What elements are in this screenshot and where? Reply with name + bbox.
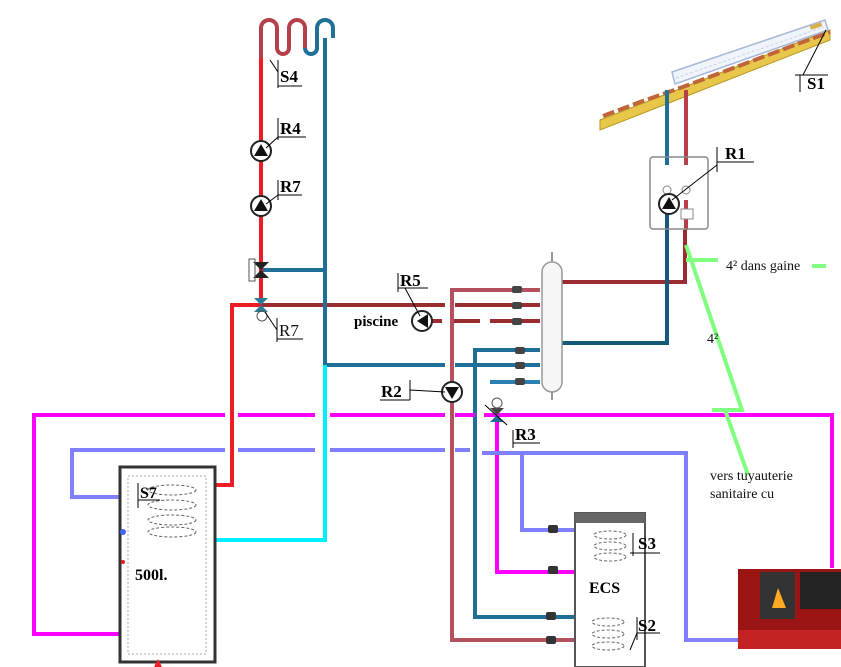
- pump-r4: [250, 140, 272, 162]
- cable-green: [684, 244, 750, 476]
- pipe-lavender: [70, 448, 740, 642]
- pump-r1-label: R1: [725, 144, 746, 163]
- solar-collector: [599, 19, 831, 131]
- leader-lines: [137, 29, 828, 651]
- pipe-tank-hot-supply: [228, 303, 261, 487]
- heating-coil: [259, 18, 335, 58]
- pipe-blue-to-ecs: [473, 348, 578, 619]
- pump-r4-label: R4: [280, 119, 301, 138]
- pipe-lavender-ecs: [520, 453, 578, 532]
- sensor-s1-label: S1: [807, 74, 825, 93]
- ecs-lower-coil: [591, 617, 625, 651]
- piscine-label: piscine: [354, 314, 399, 330]
- valve-r3-label: R3: [515, 425, 536, 444]
- pump-r5-label: R5: [400, 271, 421, 290]
- solar-station: [649, 156, 709, 230]
- pump-r7-label: R7: [280, 177, 301, 196]
- wood-stove: [738, 569, 841, 649]
- pipe-blue-return: [323, 300, 540, 367]
- manifold-valves: [512, 286, 525, 385]
- sensor-s7-label: S7: [140, 485, 157, 502]
- tank-volume-label: 500l.: [135, 567, 167, 584]
- buffer-tank: [118, 465, 217, 667]
- ecs-upper-coil: [593, 530, 627, 562]
- valve-r7-label: R7: [279, 321, 299, 340]
- pipe-blue-to-collector: [562, 230, 669, 345]
- to-plumbing-label-2: sanitaire cu: [710, 487, 774, 502]
- thermostatic-valve: [248, 258, 269, 282]
- cable-in-sheath-label: 4² dans gaine: [726, 259, 800, 274]
- sensor-s3-label: S3: [638, 534, 656, 553]
- sensor-s4-label: S4: [280, 67, 298, 86]
- pump-r7: [250, 195, 272, 217]
- pump-r2-label: R2: [381, 382, 402, 401]
- pump-r2: [441, 381, 463, 403]
- to-plumbing-label-1: vers tuyauterie: [710, 469, 793, 484]
- ecs-label: ECS: [589, 580, 620, 597]
- tank-coil: [147, 484, 197, 538]
- pump-r5: [411, 310, 433, 332]
- valve-r7: [254, 298, 268, 322]
- pipe-cyan: [190, 365, 327, 542]
- valve-r3: [490, 397, 504, 422]
- sensor-s2-label: S2: [638, 616, 656, 635]
- hydraulic-separator: [512, 252, 563, 400]
- pipe-magenta: [32, 413, 834, 636]
- cable-section-label: 4²: [707, 332, 718, 347]
